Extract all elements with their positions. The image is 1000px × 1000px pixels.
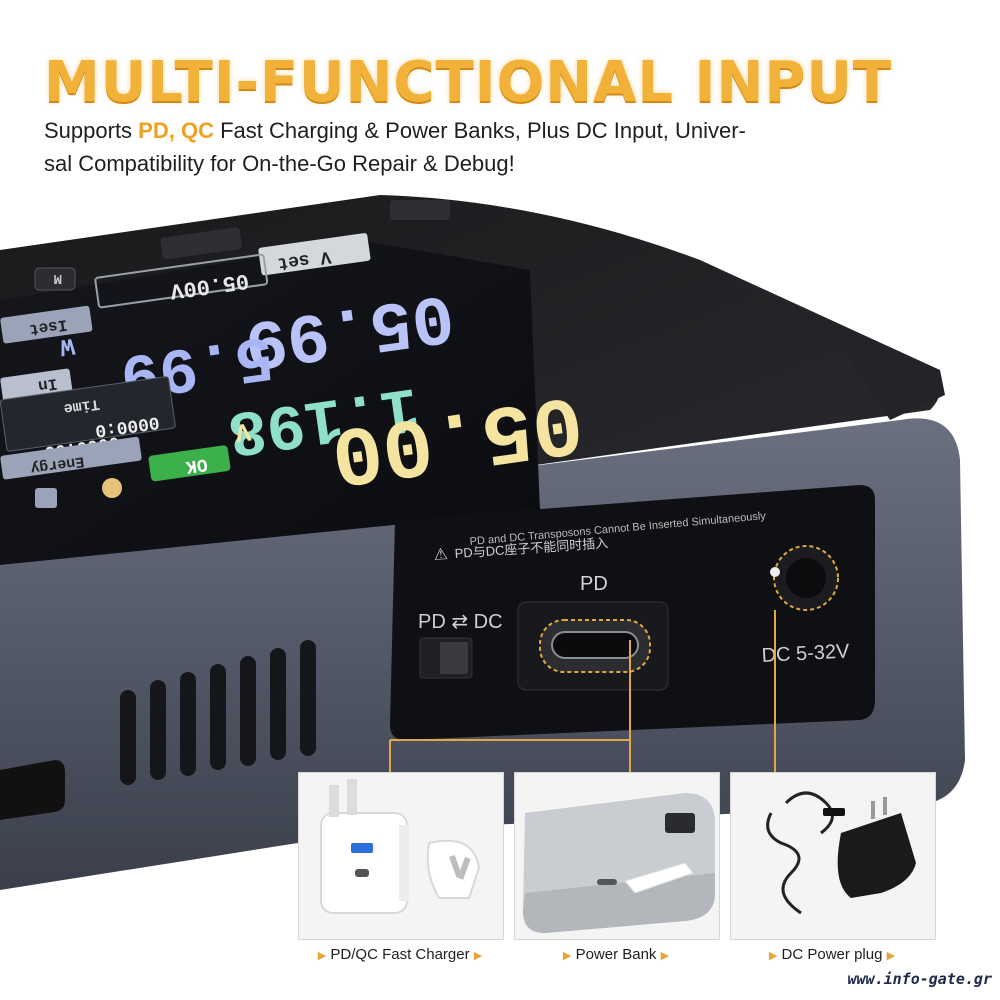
callout-lines: [389, 610, 776, 772]
label-marker-icon: ▶: [562, 950, 572, 962]
voltage-unit: V: [233, 415, 253, 447]
switch-label: PD ⇄ DC: [418, 611, 503, 633]
label-power-bank: ▶ Power Bank ▶: [516, 946, 716, 963]
bell-icon: [102, 478, 122, 498]
side-port: [0, 760, 65, 820]
time-label: Time: [63, 395, 101, 417]
dc-port-label: DC 5-32V: [761, 640, 851, 667]
label-marker-icon: ▶: [886, 950, 896, 962]
device-screen: [0, 240, 540, 565]
power-bank-illustration: [523, 793, 715, 933]
subtitle-line1: Fast Charging & Power Banks, Plus DC Inp…: [213, 118, 746, 143]
subtitle-line2: sal Compatibility for On-the-Go Repair &…: [44, 151, 515, 176]
dc-plug-illustration: [766, 791, 916, 915]
vent-slots: [120, 640, 316, 785]
ok-badge: OK: [184, 453, 208, 476]
warning-icon: ⚠: [433, 546, 448, 564]
label-dc-plug-text: DC Power plug: [781, 946, 883, 963]
card-fast-charger: [298, 772, 504, 940]
pd-port-label: PD: [580, 573, 608, 595]
subtitle-highlight: PD, QC: [138, 118, 214, 143]
card-power-bank: [514, 772, 720, 940]
iset-label: Iset: [28, 315, 69, 338]
subtitle: Supports PD, QC Fast Charging & Power Ba…: [44, 114, 864, 180]
label-marker-icon: ▶: [768, 950, 778, 962]
label-dc-plug: ▶ DC Power plug ▶: [732, 946, 932, 963]
label-marker-icon: ▶: [660, 950, 670, 962]
in-label: In: [37, 374, 59, 394]
fast-charger-illustration: [320, 779, 481, 914]
m-button-label: M: [54, 270, 62, 286]
lock-icon: [35, 488, 57, 508]
label-marker-icon: ▶: [317, 950, 327, 962]
card-dc-plug: [730, 772, 936, 940]
power-unit: W: [58, 331, 77, 360]
headline: MULTI-FUNCTIONAL INPUT: [44, 50, 893, 115]
label-fast-charger-text: PD/QC Fast Charger: [330, 946, 470, 963]
label-marker-icon: ▶: [473, 950, 483, 962]
label-power-bank-text: Power Bank: [575, 946, 657, 963]
subtitle-pre: Supports: [44, 118, 139, 143]
label-fast-charger: ▶ PD/QC Fast Charger ▶: [300, 946, 500, 963]
m-button[interactable]: [34, 267, 76, 291]
watermark: www.info-gate.gr: [847, 970, 993, 988]
